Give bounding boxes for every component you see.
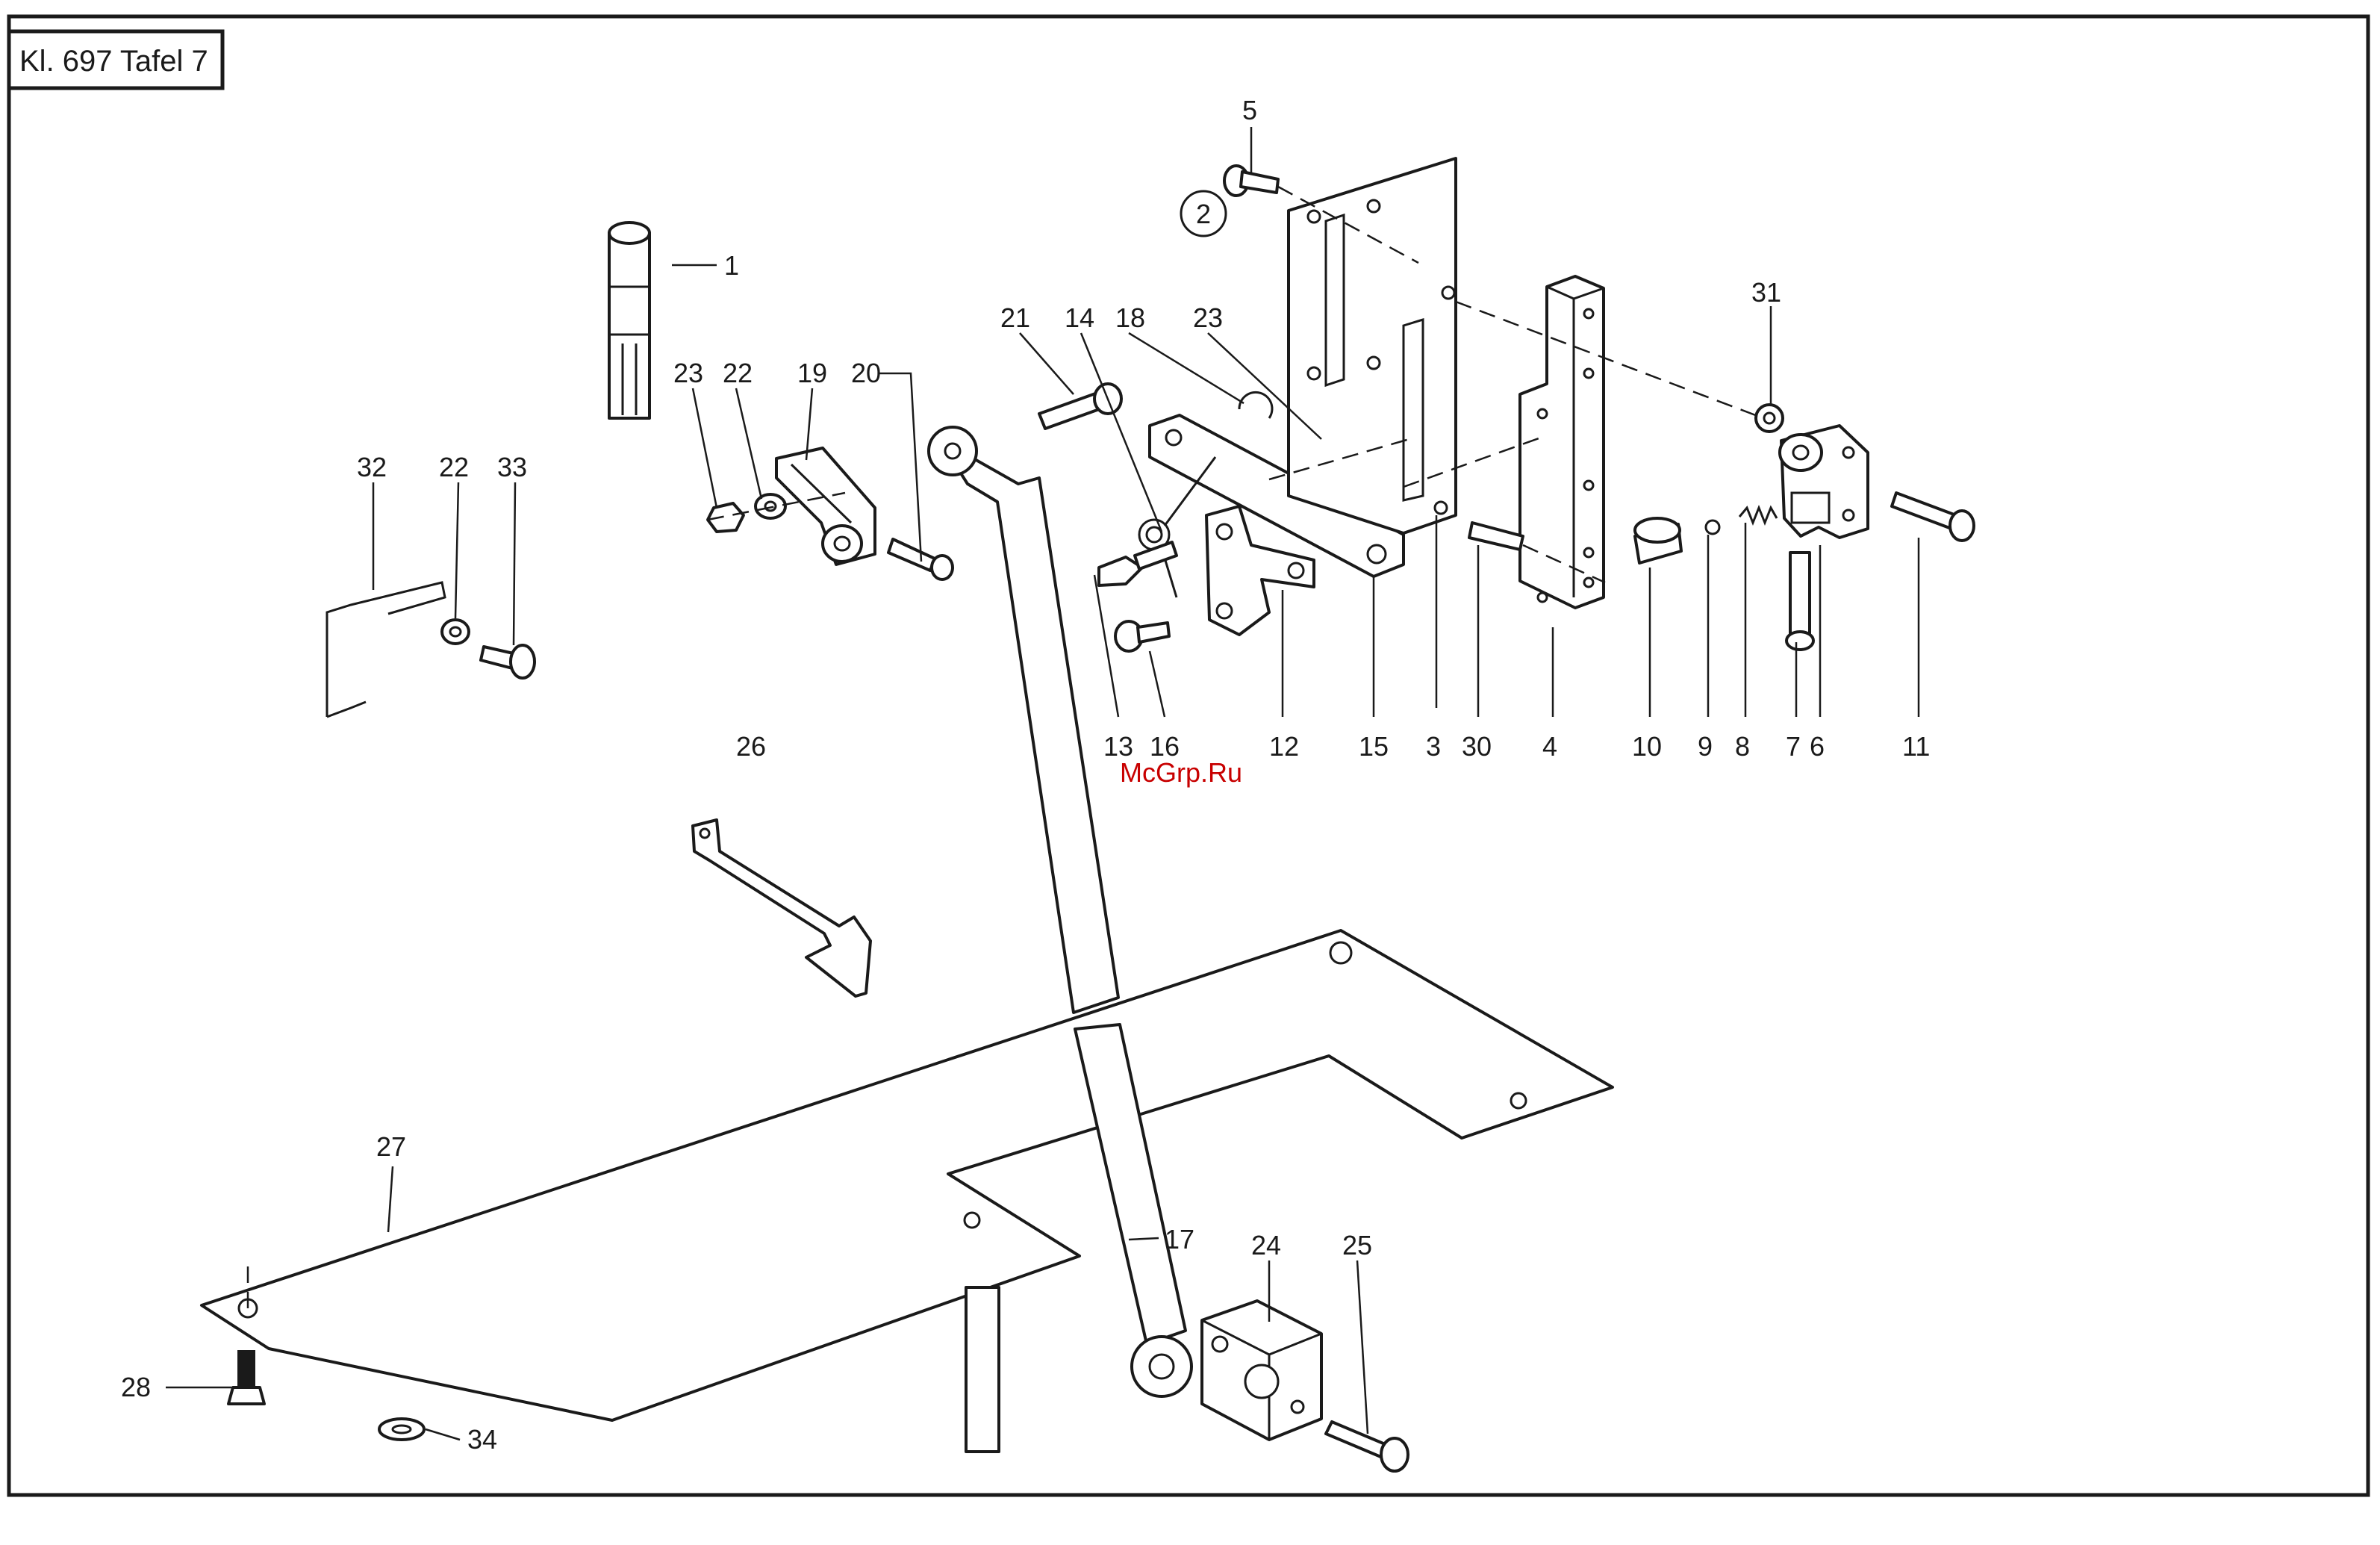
- label-11: 11: [1902, 731, 1930, 762]
- knob-10: [1635, 518, 1681, 563]
- label-21: 21: [1000, 302, 1030, 333]
- bracket-19: [776, 448, 875, 565]
- label-33: 33: [497, 452, 527, 482]
- washer-22-upper: [756, 494, 785, 518]
- label-27: 27: [376, 1131, 406, 1162]
- block-24: [1202, 1301, 1321, 1440]
- label-22b: 22: [439, 452, 469, 482]
- washer-22-left: [442, 620, 469, 644]
- washer-34: [379, 1419, 424, 1440]
- label-28: 28: [121, 1372, 151, 1402]
- label-6: 6: [1810, 731, 1825, 762]
- washer-31: [1756, 405, 1783, 432]
- screw-11: [1892, 493, 1974, 541]
- label-5: 5: [1242, 95, 1257, 125]
- label-24: 24: [1251, 1230, 1281, 1260]
- wire-clip-32: [327, 582, 445, 717]
- block-4: [1520, 276, 1604, 608]
- screw-16: [1115, 621, 1169, 651]
- ball-9: [1706, 520, 1719, 534]
- label-30: 30: [1462, 731, 1492, 762]
- label-4: 4: [1542, 731, 1557, 762]
- bracket-26: [693, 820, 870, 996]
- label-20: 20: [851, 358, 881, 388]
- callout-2: 2: [1181, 191, 1226, 236]
- label-19: 19: [797, 358, 827, 388]
- label-1: 1: [724, 250, 739, 281]
- label-18: 18: [1115, 302, 1145, 333]
- label-32: 32: [357, 452, 387, 482]
- screw-28: [228, 1350, 264, 1404]
- label-22a: 22: [723, 358, 753, 388]
- label-9: 9: [1698, 731, 1713, 762]
- label-7: 7: [1786, 731, 1801, 762]
- label-17: 17: [1165, 1224, 1194, 1255]
- screw-21: [1039, 384, 1121, 429]
- callout-label: 2: [1196, 199, 1211, 229]
- label-8: 8: [1735, 731, 1750, 762]
- screw-7: [1786, 553, 1813, 650]
- spring-8: [1739, 508, 1777, 523]
- label-31: 31: [1751, 277, 1781, 308]
- label-16: 16: [1150, 731, 1180, 762]
- pin-1: [609, 223, 649, 418]
- label-13: 13: [1103, 731, 1133, 762]
- screw-13: [1099, 542, 1177, 585]
- label-3: 3: [1426, 731, 1441, 762]
- label-34: 34: [467, 1424, 497, 1455]
- label-23b: 23: [1193, 302, 1223, 333]
- label-14: 14: [1065, 302, 1094, 333]
- base-plate: [202, 930, 1613, 1452]
- label-10: 10: [1632, 731, 1662, 762]
- nut-23-left: [708, 503, 744, 532]
- watermark: McGrp.Ru: [1120, 757, 1242, 788]
- label-12: 12: [1269, 731, 1299, 762]
- plate-title: Kl. 697 Tafel 7: [19, 45, 208, 78]
- block-6: [1780, 426, 1868, 538]
- label-25: 25: [1342, 1230, 1372, 1260]
- label-26: 26: [736, 731, 766, 762]
- label-15: 15: [1359, 731, 1389, 762]
- label-23a: 23: [673, 358, 703, 388]
- ring-18: [1239, 392, 1272, 418]
- screw-33: [481, 645, 535, 678]
